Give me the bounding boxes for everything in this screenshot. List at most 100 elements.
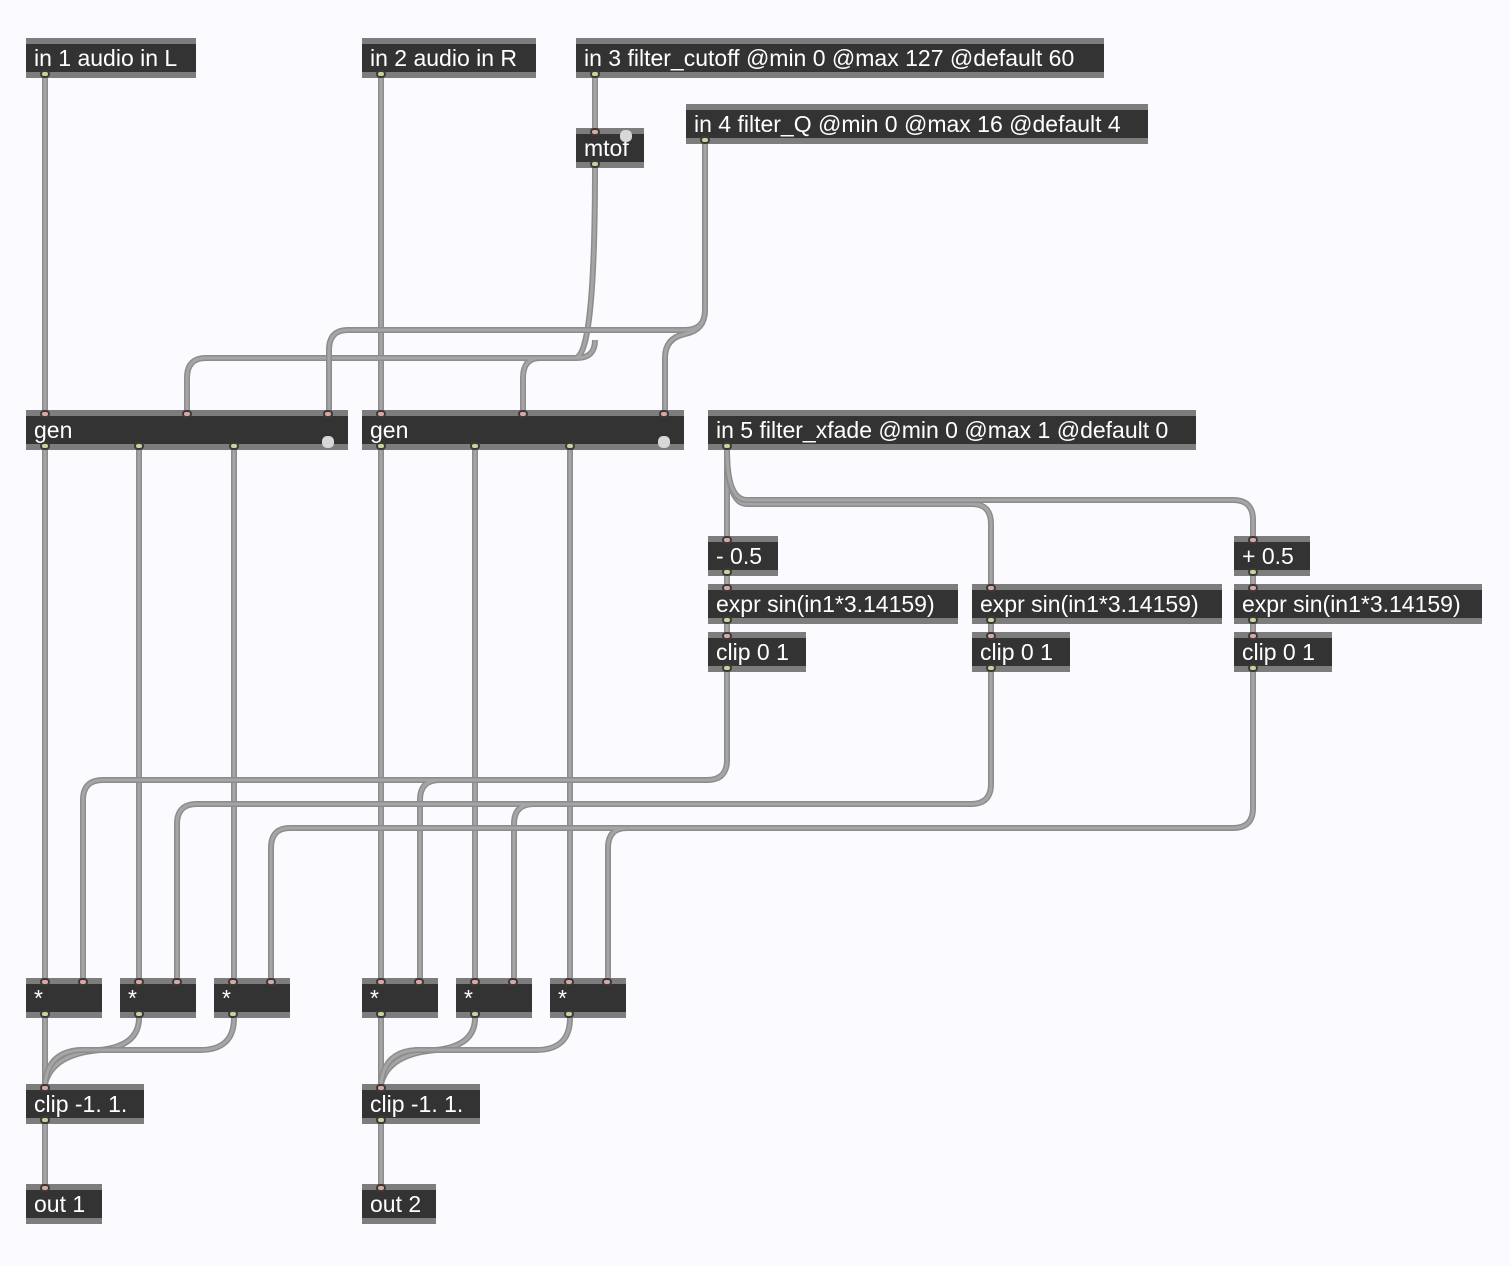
object-clip01-a[interactable]: clip 0 1 xyxy=(708,632,806,672)
object-expr-b[interactable]: expr sin(in1*3.14159) xyxy=(972,584,1222,624)
outlet[interactable] xyxy=(376,1116,386,1124)
inlet[interactable] xyxy=(40,410,50,418)
object-in-2[interactable]: in 2 audio in R xyxy=(362,38,536,78)
inlet[interactable] xyxy=(518,410,528,418)
inlet[interactable] xyxy=(376,978,386,986)
outlet[interactable] xyxy=(470,1010,480,1018)
patch-cord[interactable] xyxy=(43,1017,236,1085)
outlet[interactable] xyxy=(722,664,732,672)
object-label: clip 0 1 xyxy=(1242,639,1315,665)
object-in-3[interactable]: in 3 filter_cutoff @min 0 @max 127 @defa… xyxy=(576,38,1104,78)
inlet[interactable] xyxy=(986,632,996,640)
object-in-4[interactable]: in 4 filter_Q @min 0 @max 16 @default 4 xyxy=(686,104,1148,144)
inlet[interactable] xyxy=(564,978,574,986)
inlet[interactable] xyxy=(323,410,333,418)
inlet[interactable] xyxy=(40,978,50,986)
outlet[interactable] xyxy=(700,136,710,144)
inlet[interactable] xyxy=(228,978,238,986)
outlet[interactable] xyxy=(722,616,732,624)
object-plus-half[interactable]: + 0.5 xyxy=(1234,536,1310,576)
inlet[interactable] xyxy=(266,978,276,986)
outlet[interactable] xyxy=(722,442,732,450)
inlet[interactable] xyxy=(40,1084,50,1092)
outlet[interactable] xyxy=(590,70,600,78)
object-gen-left[interactable]: gen xyxy=(26,410,348,450)
object-multiply-r3[interactable]: * xyxy=(550,978,626,1018)
patch-cord[interactable] xyxy=(269,672,1255,978)
outlet[interactable] xyxy=(658,436,670,448)
inlet[interactable] xyxy=(620,130,632,142)
object-minus-half[interactable]: - 0.5 xyxy=(708,536,778,576)
inlet[interactable] xyxy=(376,1084,386,1092)
outlet[interactable] xyxy=(1248,616,1258,624)
outlet[interactable] xyxy=(322,436,334,448)
outlet[interactable] xyxy=(722,568,732,576)
inlet[interactable] xyxy=(376,1184,386,1192)
object-mtof[interactable]: mtof xyxy=(576,128,644,168)
object-clip-out-left[interactable]: clip -1. 1. xyxy=(26,1084,144,1124)
object-expr-a[interactable]: expr sin(in1*3.14159) xyxy=(708,584,958,624)
outlet[interactable] xyxy=(986,664,996,672)
inlet[interactable] xyxy=(40,1184,50,1192)
object-expr-c[interactable]: expr sin(in1*3.14159) xyxy=(1234,584,1482,624)
inlet[interactable] xyxy=(722,632,732,640)
outlet[interactable] xyxy=(564,1010,574,1018)
outlet[interactable] xyxy=(470,442,480,450)
object-clip01-b[interactable]: clip 0 1 xyxy=(972,632,1070,672)
object-clip01-c[interactable]: clip 0 1 xyxy=(1234,632,1332,672)
inlet[interactable] xyxy=(470,978,480,986)
outlet[interactable] xyxy=(376,1010,386,1018)
inlet[interactable] xyxy=(414,978,424,986)
outlet[interactable] xyxy=(565,442,575,450)
inlet[interactable] xyxy=(602,978,612,986)
object-multiply-l3[interactable]: * xyxy=(214,978,290,1018)
object-clip-out-right[interactable]: clip -1. 1. xyxy=(362,1084,480,1124)
outlet[interactable] xyxy=(1248,664,1258,672)
inlet[interactable] xyxy=(986,584,996,592)
object-multiply-r1[interactable]: * xyxy=(362,978,438,1018)
patch-cord[interactable] xyxy=(379,1017,572,1085)
object-multiply-r2[interactable]: * xyxy=(456,978,532,1018)
inlet[interactable] xyxy=(376,410,386,418)
object-multiply-l1[interactable]: * xyxy=(26,978,102,1018)
outlet[interactable] xyxy=(40,1116,50,1124)
outlet[interactable] xyxy=(228,1010,238,1018)
patch-cord-outline xyxy=(326,144,708,410)
inlet[interactable] xyxy=(1248,584,1258,592)
inlet[interactable] xyxy=(1248,632,1258,640)
inlet[interactable] xyxy=(722,536,732,544)
object-out-1[interactable]: out 1 xyxy=(26,1184,102,1224)
patch-cord[interactable] xyxy=(327,144,707,410)
object-multiply-l2[interactable]: * xyxy=(120,978,196,1018)
inlet[interactable] xyxy=(590,128,600,136)
patch-cord[interactable] xyxy=(725,449,1255,536)
outlet[interactable] xyxy=(1248,568,1258,576)
outlet[interactable] xyxy=(229,442,239,450)
inlet[interactable] xyxy=(1248,536,1258,544)
outlet[interactable] xyxy=(376,442,386,450)
object-in-1[interactable]: in 1 audio in L xyxy=(26,38,196,78)
outlet[interactable] xyxy=(590,160,600,168)
outlet[interactable] xyxy=(40,442,50,450)
inlet[interactable] xyxy=(508,978,518,986)
object-out-2[interactable]: out 2 xyxy=(362,1184,436,1224)
object-in-5[interactable]: in 5 filter_xfade @min 0 @max 1 @default… xyxy=(708,410,1196,450)
object-gen-right[interactable]: gen xyxy=(362,410,684,450)
outlet[interactable] xyxy=(986,616,996,624)
inlet[interactable] xyxy=(182,410,192,418)
inlet[interactable] xyxy=(134,978,144,986)
inlet[interactable] xyxy=(722,584,732,592)
inlet[interactable] xyxy=(659,410,669,418)
inlet[interactable] xyxy=(78,978,88,986)
inlet[interactable] xyxy=(172,978,182,986)
outlet[interactable] xyxy=(134,442,144,450)
patch-cord[interactable] xyxy=(175,672,993,978)
outlet[interactable] xyxy=(40,70,50,78)
patch-cord[interactable] xyxy=(185,167,597,410)
object-label: out 2 xyxy=(370,1191,422,1217)
patch-cord[interactable] xyxy=(81,672,729,978)
outlet[interactable] xyxy=(376,70,386,78)
outlet[interactable] xyxy=(40,1010,50,1018)
outlet[interactable] xyxy=(134,1010,144,1018)
